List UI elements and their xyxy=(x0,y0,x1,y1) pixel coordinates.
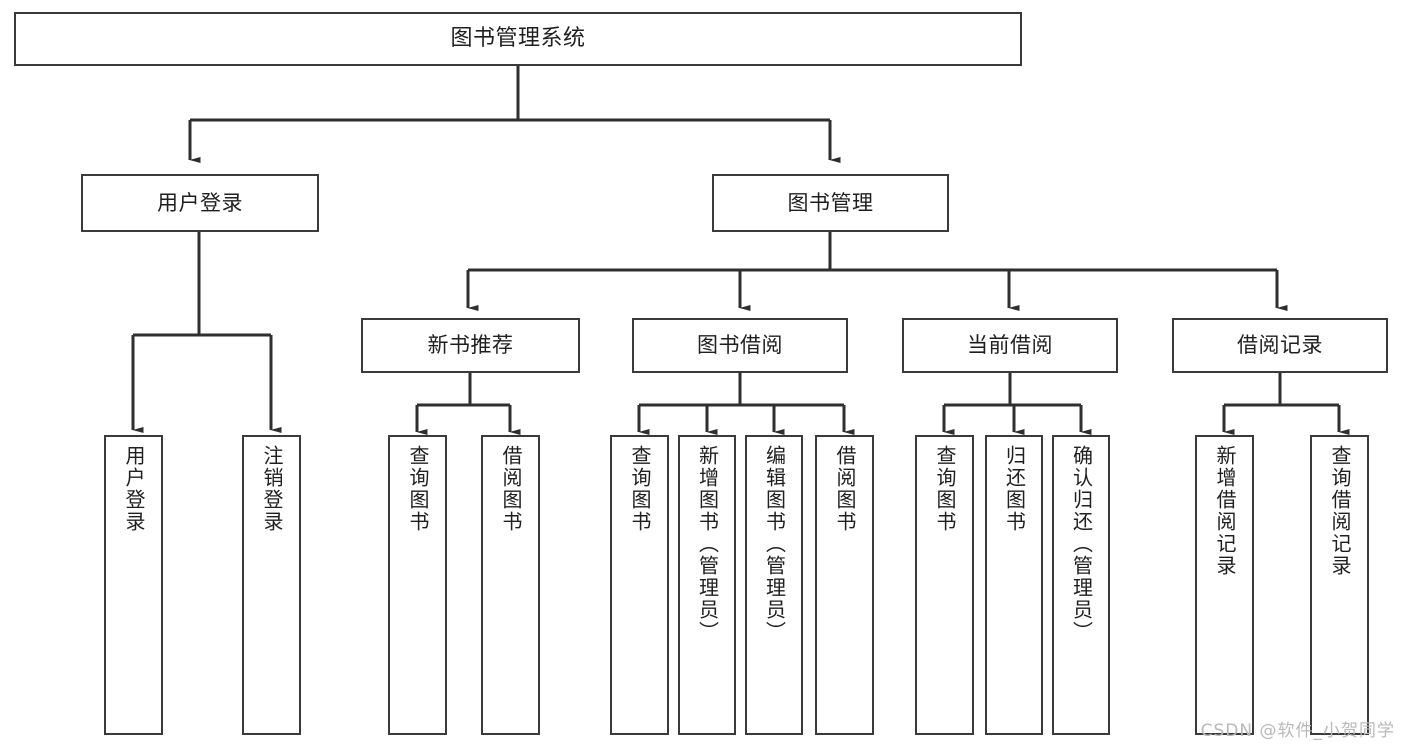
node-label: 查询图书 xyxy=(933,445,957,533)
node-leaf-user-login[interactable]: 用户登录 xyxy=(104,435,163,735)
watermark-credit: CSDN @软件_小贺同学 xyxy=(1200,721,1395,741)
node-leaf-return-book[interactable]: 归还图书 xyxy=(985,435,1043,735)
node-leaf-add-book[interactable]: 新增图书（管理员） xyxy=(678,435,736,735)
node-label: 用户登录 xyxy=(157,190,243,215)
node-leaf-query-book-2[interactable]: 查询图书 xyxy=(610,435,669,735)
node-label: 归还图书 xyxy=(1002,445,1027,533)
node-label: 借阅图书 xyxy=(833,445,857,533)
node-label: 编辑图书（管理员） xyxy=(762,445,787,643)
node-label: 新增借阅记录 xyxy=(1213,445,1237,577)
node-label: 新书推荐 xyxy=(427,333,514,358)
node-leaf-confirm-return[interactable]: 确认归还（管理员） xyxy=(1052,435,1110,735)
node-label: 查询图书 xyxy=(628,445,652,533)
node-label: 用户登录 xyxy=(122,445,146,533)
node-label: 注销登录 xyxy=(260,445,284,533)
node-label: 图书借阅 xyxy=(697,333,783,358)
node-leaf-add-record[interactable]: 新增借阅记录 xyxy=(1195,435,1254,735)
node-label: 查询图书 xyxy=(406,445,430,533)
node-label: 当前借阅 xyxy=(967,333,1053,358)
node-user-login[interactable]: 用户登录 xyxy=(81,174,319,232)
node-root-system[interactable]: 图书管理系统 xyxy=(14,12,1022,66)
node-label: 新增图书（管理员） xyxy=(695,445,720,643)
node-leaf-borrow-book-1[interactable]: 借阅图书 xyxy=(481,435,540,735)
node-book-borrow[interactable]: 图书借阅 xyxy=(632,318,848,373)
node-current-borrow[interactable]: 当前借阅 xyxy=(902,318,1118,373)
node-label: 图书管理 xyxy=(787,190,874,215)
node-label: 查询借阅记录 xyxy=(1328,445,1352,577)
node-label: 确认归还（管理员） xyxy=(1069,445,1094,643)
node-leaf-user-logout[interactable]: 注销登录 xyxy=(242,435,301,735)
node-leaf-edit-book[interactable]: 编辑图书（管理员） xyxy=(745,435,803,735)
node-leaf-borrow-book-2[interactable]: 借阅图书 xyxy=(815,435,874,735)
node-label: 借阅图书 xyxy=(499,445,523,533)
node-label: 图书管理系统 xyxy=(450,26,586,52)
node-leaf-query-book-3[interactable]: 查询图书 xyxy=(915,435,974,735)
node-borrow-record[interactable]: 借阅记录 xyxy=(1172,318,1388,373)
node-label: 借阅记录 xyxy=(1237,333,1323,358)
node-book-manage[interactable]: 图书管理 xyxy=(712,174,949,232)
node-new-book-recommend[interactable]: 新书推荐 xyxy=(361,318,580,373)
node-leaf-query-book-1[interactable]: 查询图书 xyxy=(388,435,447,735)
node-leaf-query-record[interactable]: 查询借阅记录 xyxy=(1310,435,1369,735)
